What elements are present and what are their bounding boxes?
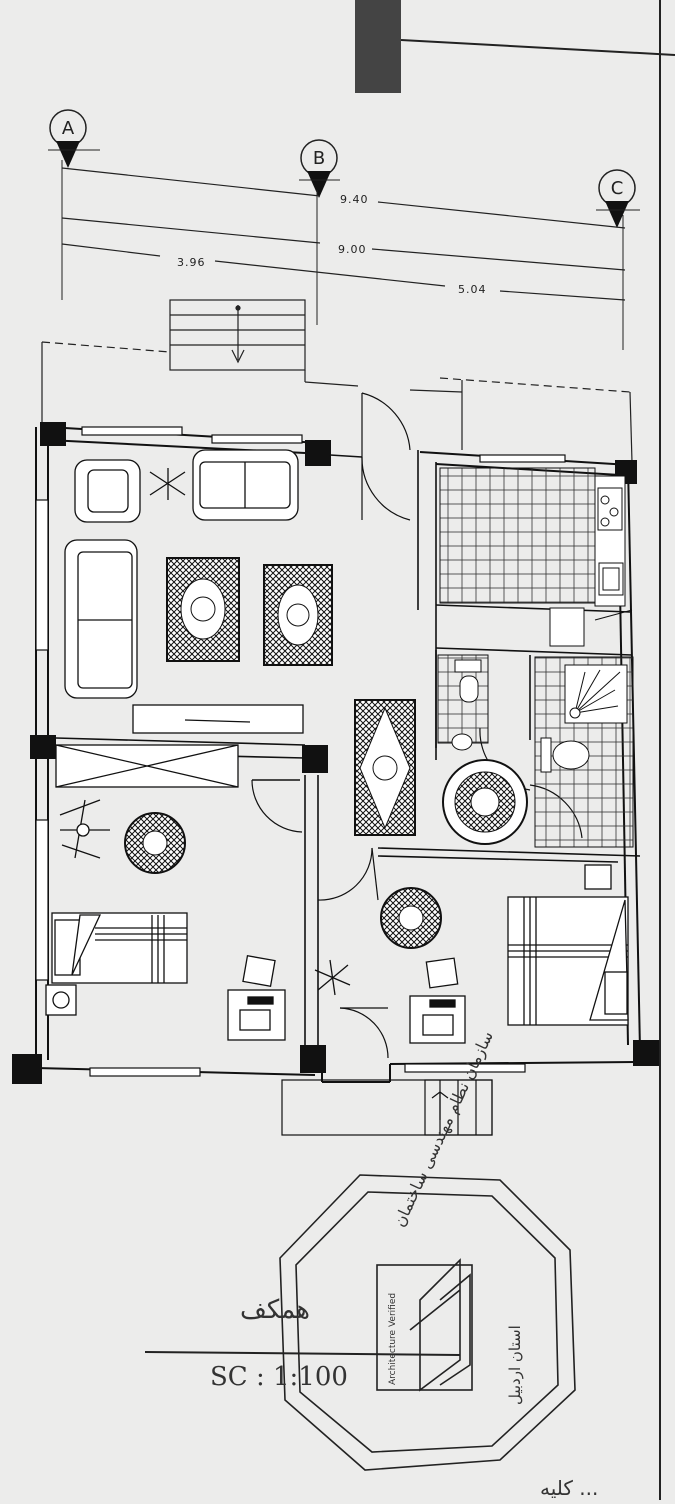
sheet-border [355, 0, 675, 1500]
columns [12, 422, 659, 1084]
dimension-lines [61, 167, 626, 301]
windows [35, 426, 566, 1077]
bedroom-2 [314, 864, 629, 1044]
grid-axis-c: C [596, 169, 640, 350]
plant-icon [149, 468, 186, 500]
rugs [124, 557, 528, 949]
doors [251, 392, 583, 1059]
grid-axis-a: A [48, 109, 100, 300]
grid-axis-b: B [299, 139, 340, 325]
top-entry-stair [169, 299, 306, 371]
bedroom-1 [45, 799, 286, 1041]
bottom-caption: کلیه ... [540, 1476, 598, 1500]
stamp-organization: سازمان نظام مهندسی ساختمان [389, 1028, 497, 1230]
basin-icon [451, 733, 473, 751]
stove-icon [597, 487, 623, 531]
wardrobe-2 [584, 864, 612, 890]
kitchen [439, 467, 633, 647]
stamp-province: استان اردبیل [506, 1325, 524, 1405]
interior-walls [55, 450, 641, 1045]
toilet-icon [540, 737, 552, 773]
axis-label-b: B [313, 148, 325, 169]
bathroom [437, 654, 634, 848]
dimension-9-40: 9.40 [340, 193, 369, 206]
dimension-9-00: 9.00 [338, 243, 367, 256]
living-room-furniture [55, 449, 304, 788]
stamp-verified: Architecture Verified [388, 1293, 398, 1385]
dimension-3-96: 3.96 [177, 256, 206, 269]
fridge-icon [549, 607, 585, 647]
axis-label-c: C [611, 178, 624, 199]
axis-label-a: A [62, 118, 75, 139]
squat-toilet-icon [454, 659, 482, 673]
tv-unit [132, 704, 304, 734]
dimension-5-04: 5.04 [458, 283, 487, 296]
bottom-entrance-stair [281, 1079, 493, 1136]
engineering-stamp [144, 1174, 576, 1471]
front-terrace [41, 341, 633, 463]
stamp-handwriting: همکف [240, 1295, 310, 1325]
plant-icon-2 [314, 959, 351, 996]
scale-label: SC : 1:100 [210, 1362, 348, 1392]
